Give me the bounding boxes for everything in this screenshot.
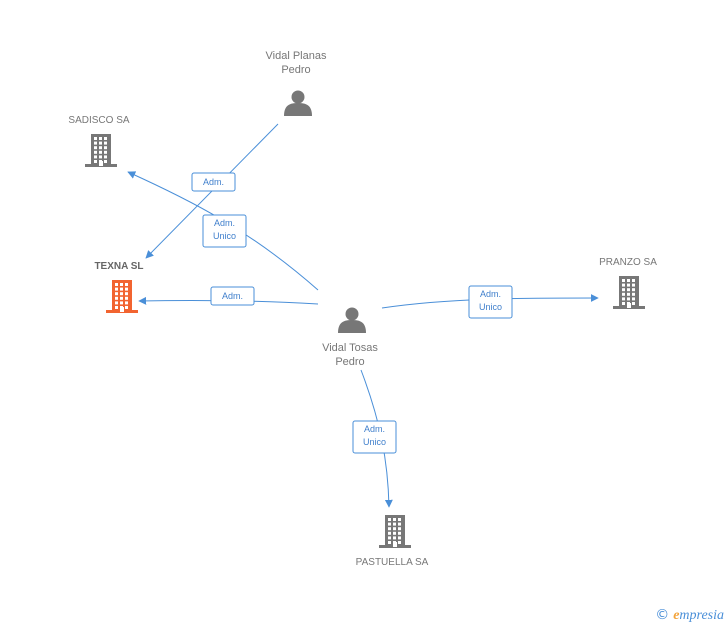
edge-label-text: Adm.	[364, 424, 385, 434]
edge-label-text: Unico	[363, 437, 386, 447]
edge-label-box[interactable]	[202, 214, 247, 248]
node-pastuella[interactable]: PASTUELLA SA	[356, 515, 429, 568]
edge-label-box[interactable]	[468, 285, 513, 319]
copyright-symbol: ©	[655, 607, 670, 623]
edge-label-text: Unico	[479, 302, 502, 312]
building-icon	[106, 280, 138, 313]
node-label: PRANZO SA	[599, 257, 657, 268]
edge-vidal-tosas-to-pastuella: Adm. Unico	[352, 369, 397, 508]
edge-label-text: Adm.	[203, 177, 224, 187]
node-sadisco[interactable]: SADISCO SA	[68, 115, 130, 167]
edge-vidal-tosas-to-pranzo: Adm. Unico	[381, 285, 599, 319]
node-label: Vidal Tosas	[322, 342, 378, 354]
edge-vidal-tosas-to-texna: Adm.	[138, 286, 319, 306]
building-icon	[613, 276, 645, 309]
edge-label-box[interactable]	[191, 172, 236, 192]
footer-brand: © empresia	[655, 606, 724, 624]
building-icon	[85, 134, 117, 167]
edge-label-box[interactable]	[352, 420, 397, 454]
person-icon	[284, 90, 312, 116]
brand-logo-rest: mpresia	[679, 608, 724, 623]
brand-logo-initial: e	[673, 608, 680, 623]
node-texna[interactable]: TEXNA SL	[94, 261, 144, 313]
edge-label-text: Adm.	[214, 218, 235, 228]
edge-vidal-planas-to-texna: Adm.	[145, 123, 279, 259]
node-label: SADISCO SA	[68, 115, 129, 126]
person-icon	[338, 307, 366, 333]
node-pranzo[interactable]: PRANZO SA	[599, 257, 657, 309]
edge-label-text: Adm.	[222, 291, 243, 301]
edge-label-text: Adm.	[480, 289, 501, 299]
brand-logo[interactable]: empresia	[673, 608, 724, 623]
node-label: Pedro	[281, 64, 310, 76]
edge-vidal-tosas-to-sadisco: Adm. Unico	[127, 171, 319, 291]
node-label: Vidal Planas	[266, 50, 327, 62]
node-label: Pedro	[335, 356, 364, 368]
node-label: TEXNA SL	[94, 261, 143, 272]
building-icon	[379, 515, 411, 548]
edge-label-box[interactable]	[210, 286, 255, 306]
edge-label-text: Unico	[213, 231, 236, 241]
node-label: PASTUELLA SA	[356, 557, 429, 568]
